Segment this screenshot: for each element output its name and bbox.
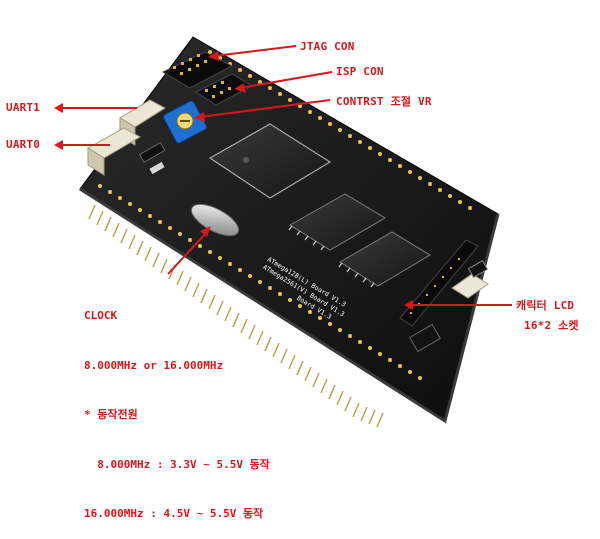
jtag-arrow xyxy=(213,45,297,57)
sram-chip-2 xyxy=(338,231,431,288)
contrast-potentiometer xyxy=(163,100,207,144)
mcu-chip xyxy=(208,123,332,199)
crystal-oscillator xyxy=(190,203,240,237)
contrast-label: CONTRST 조절 VR xyxy=(336,95,432,108)
clock-line-4: 8.000MHz : 3.3V ~ 5.5V 동작 xyxy=(84,457,270,471)
clock-arrow xyxy=(167,231,208,275)
contrast-arrow xyxy=(199,99,331,118)
clock-line-2: 8.000MHz or 16.000MHz xyxy=(84,358,224,372)
isp-label: ISP CON xyxy=(336,65,384,78)
clock-line-3: * 동작전원 xyxy=(84,408,138,421)
clock-line-5: 16.000MHz : 4.5V ~ 5.5V 동작 xyxy=(84,507,264,520)
board-photo: ATmega128(L) Board V1.3 ATmega2561(V) Bo… xyxy=(54,36,512,428)
isp-arrow xyxy=(239,71,333,89)
uart0-label: UART0 xyxy=(6,138,41,151)
uart1-label: UART1 xyxy=(6,101,41,114)
uart0-connector xyxy=(87,127,142,176)
lcd-label-line2: 16*2 소켓 xyxy=(524,319,579,332)
jtag-label: JTAG CON xyxy=(300,40,355,53)
sram-chip-1 xyxy=(288,193,386,251)
clock-line-1: CLOCK xyxy=(84,309,118,322)
lcd-label-line1: 캐릭터 LCD xyxy=(516,299,575,312)
clock-annotation: CLOCK 8.000MHz or 16.000MHz * 동작전원 8.000… xyxy=(84,275,270,539)
jtag-header xyxy=(161,51,234,89)
